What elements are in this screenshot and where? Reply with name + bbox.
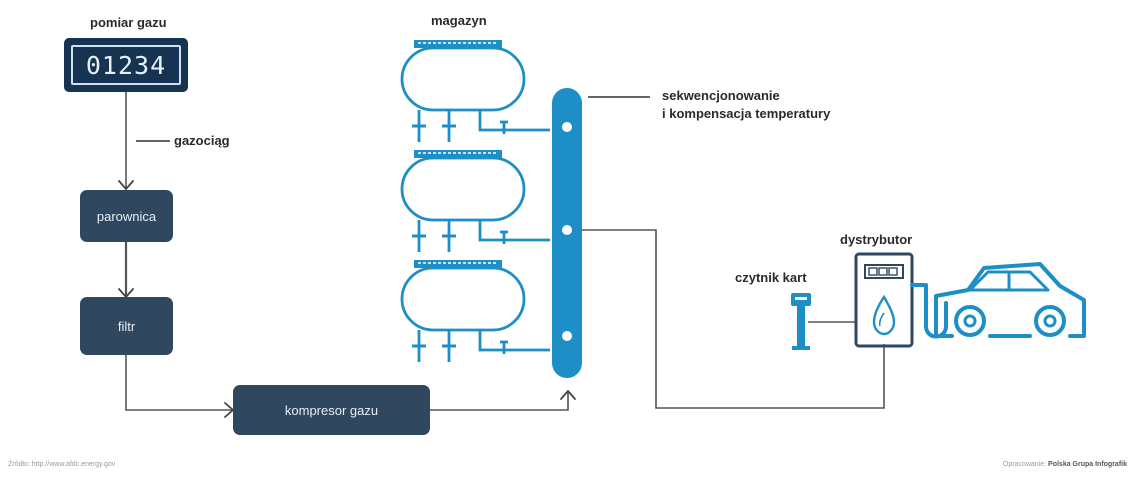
filter-to-compressor-line [125, 355, 232, 411]
gas-meter-title: pomiar gazu [90, 15, 167, 30]
flow-lines [124, 92, 885, 411]
storage-tank-icon [400, 258, 552, 364]
leader-lines [136, 96, 650, 142]
pipeline-label: gazociąg [174, 133, 230, 148]
credit-prefix: Opracowanie: [1002, 461, 1049, 468]
fuel-hose [910, 283, 948, 339]
car-icon [910, 262, 1086, 339]
manifold-to-dispenser-line [568, 229, 885, 409]
compressor-box: kompresor gazu [233, 385, 430, 435]
credit-name: Polska Grupa Infografik [1048, 461, 1127, 468]
meter-reading: 01234 [71, 45, 181, 85]
arrow-to-vaporizer [118, 180, 134, 191]
card-reader-title: czytnik kart [735, 270, 807, 285]
card-reader-icon [791, 293, 811, 350]
sequencing-label-line1: sekwencjonowanie [662, 88, 780, 103]
sequencing-label-line2: i kompensacja temperatury [662, 106, 831, 121]
filter-box: filtr [80, 297, 173, 355]
storage-tank-icon [400, 38, 552, 144]
source-note: Źródło: http://www.afdc.energy.gov [8, 461, 116, 468]
dispenser-icon [854, 252, 914, 348]
storage-tank-icon [400, 148, 552, 254]
storage-title: magazyn [431, 13, 487, 28]
gas-meter: 01234 [64, 38, 188, 92]
credit-note: Opracowanie: Polska Grupa Infografik [1003, 461, 1127, 468]
arrow-to-manifold [560, 389, 576, 400]
flame-icon [872, 294, 896, 336]
manifold-icon [552, 88, 582, 378]
vaporizer-box: parownica [80, 190, 173, 242]
compressor-to-manifold-line [430, 392, 569, 411]
dispenser-title: dystrybutor [840, 232, 913, 247]
